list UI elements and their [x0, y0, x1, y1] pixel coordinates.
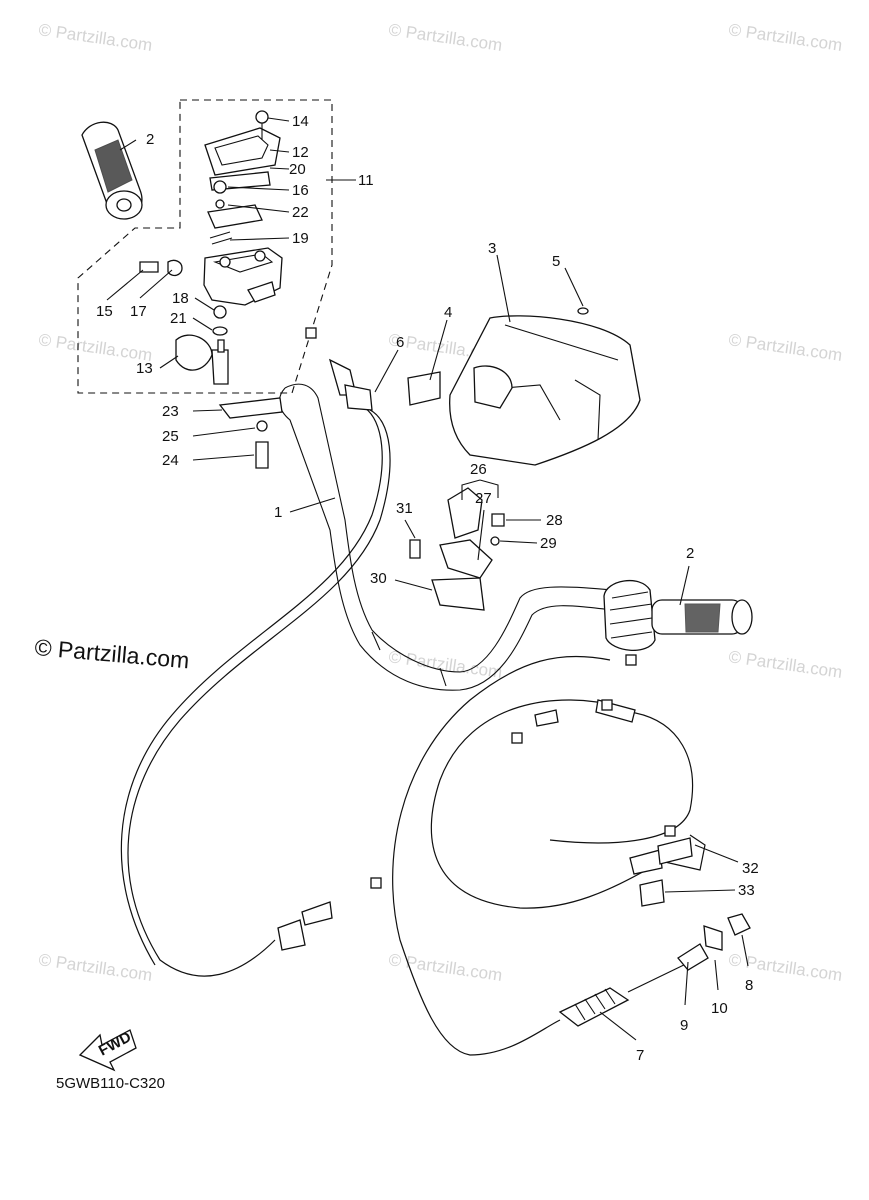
callout-32: 32 [742, 860, 759, 877]
watermark-layer: © Partzilla.com © Partzilla.com © Partzi… [37, 20, 843, 985]
watermark-text: © Partzilla.com [387, 20, 503, 55]
callout-6: 6 [396, 334, 404, 351]
callout-14: 14 [292, 113, 309, 130]
callout-2-right: 2 [686, 545, 694, 562]
callout-11: 11 [358, 172, 374, 189]
callout-labels: 2 14 12 20 16 22 19 11 15 17 18 21 13 23… [96, 113, 759, 1064]
throttle-housing [139, 110, 283, 469]
callout-33: 33 [738, 882, 755, 899]
callout-28: 28 [546, 512, 563, 529]
watermark-text: © Partzilla.com [727, 330, 843, 365]
callout-12: 12 [292, 144, 309, 161]
callout-22: 22 [292, 204, 309, 221]
callout-15: 15 [96, 303, 113, 320]
callout-30: 30 [370, 570, 387, 587]
handlebar-cover [407, 307, 641, 466]
leader-lines [106, 117, 749, 1041]
callout-4: 4 [444, 304, 452, 321]
cable-set [120, 327, 751, 1056]
callout-2-left: 2 [146, 131, 154, 148]
callout-24: 24 [162, 452, 179, 469]
callout-20: 20 [289, 161, 306, 178]
watermark-text: © Partzilla.com [387, 647, 503, 682]
callout-21: 21 [170, 310, 187, 327]
callout-23: 23 [162, 403, 179, 420]
assembly-boundary [77, 99, 333, 394]
watermark-text: © Partzilla.com [727, 647, 843, 682]
callout-9: 9 [680, 1017, 688, 1034]
callout-8: 8 [745, 977, 753, 994]
left-grip [81, 121, 143, 220]
callout-17: 17 [130, 303, 147, 320]
callout-3: 3 [488, 240, 496, 257]
diagram-code: 5GWB110-C320 [56, 1075, 165, 1092]
callout-25: 25 [162, 428, 179, 445]
callout-26: 26 [470, 461, 487, 478]
fwd-arrow: FWD [78, 1028, 137, 1072]
callout-1: 1 [274, 504, 282, 521]
watermark-text: © Partzilla.com [727, 20, 843, 55]
callout-31: 31 [396, 500, 413, 517]
callout-5: 5 [552, 253, 560, 270]
callout-7: 7 [636, 1047, 644, 1064]
callout-19: 19 [292, 230, 309, 247]
watermark-text: © Partzilla.com [37, 950, 153, 985]
callout-16: 16 [292, 182, 309, 199]
callout-18: 18 [172, 290, 189, 307]
handlebar [278, 383, 613, 691]
callout-27: 27 [475, 490, 492, 507]
callout-13: 13 [136, 360, 153, 377]
callout-10: 10 [711, 1000, 728, 1017]
callout-29: 29 [540, 535, 557, 552]
watermark-text: © Partzilla.com [37, 20, 153, 55]
right-grip [603, 580, 753, 652]
